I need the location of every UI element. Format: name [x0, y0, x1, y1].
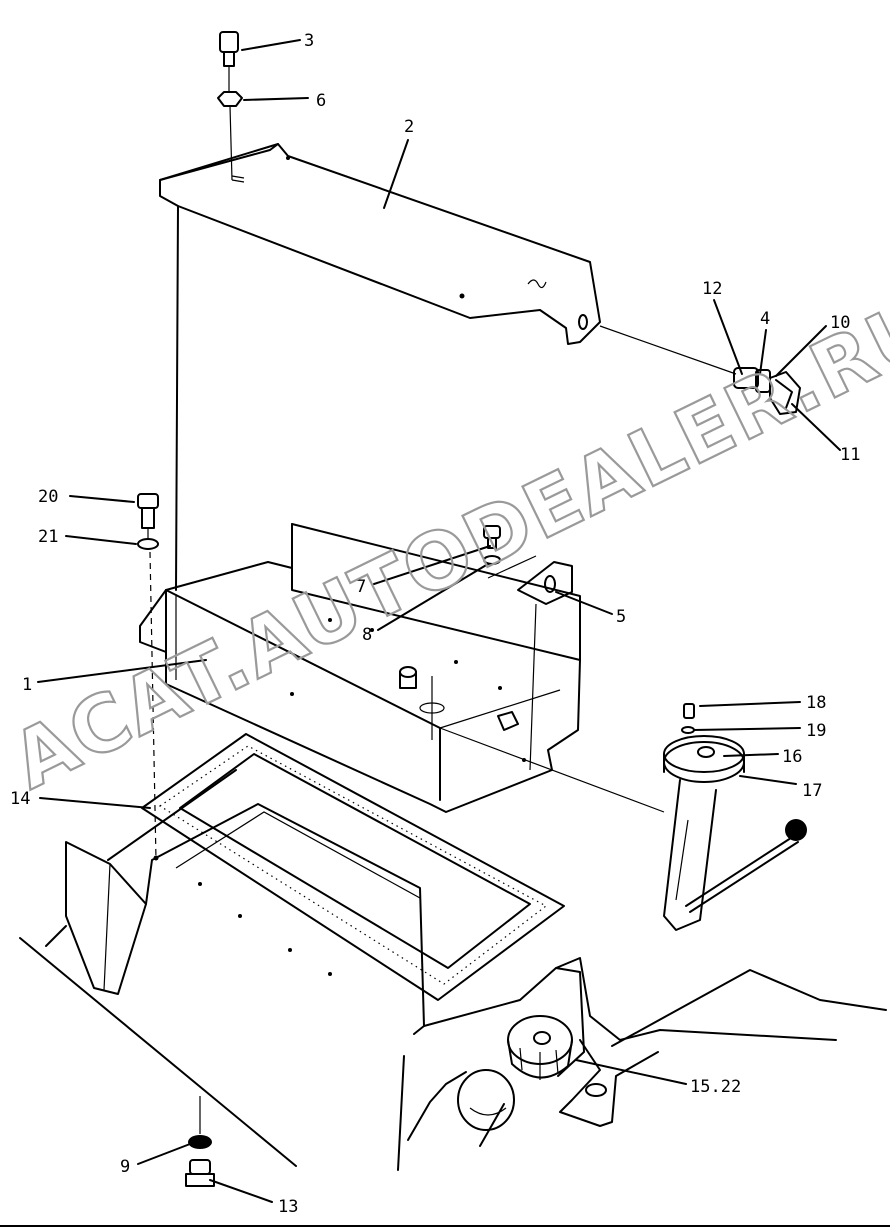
washer-8	[483, 555, 537, 579]
callout-21: 21	[38, 527, 58, 547]
level-gauge-16	[439, 703, 807, 931]
callout-14: 14	[10, 789, 30, 809]
callout-1: 1	[22, 675, 32, 695]
housing-body	[0, 769, 890, 1227]
callout-12: 12	[702, 279, 722, 299]
washer-21	[137, 538, 159, 861]
fitting-assembly	[599, 325, 801, 415]
callout-2: 2	[404, 117, 414, 137]
callout-17: 17	[802, 781, 822, 801]
callout-6: 6	[316, 91, 326, 111]
mounting-plate-1	[139, 523, 581, 813]
callout-labels: 3 6 2 12 4 10 11 20 21 7 8 5 1 18 19 16 …	[10, 31, 860, 1217]
callout-16: 16	[782, 747, 802, 767]
callout-9: 9	[120, 1157, 130, 1177]
callout-5: 5	[616, 607, 626, 627]
bolt-3	[219, 31, 239, 92]
callout-11: 11	[840, 445, 860, 465]
callout-18: 18	[806, 693, 826, 713]
callout-3: 3	[304, 31, 314, 51]
leader-lines	[37, 39, 841, 1203]
callout-10: 10	[830, 313, 850, 333]
callout-15: 15.22	[690, 1077, 741, 1097]
bracket-2	[159, 143, 601, 591]
nut-6	[217, 91, 243, 181]
callout-7: 7	[356, 577, 366, 597]
callout-19: 19	[806, 721, 826, 741]
callout-13: 13	[278, 1197, 298, 1217]
gasket-14	[141, 733, 565, 1001]
drain-plug-9	[188, 1096, 212, 1149]
callout-20: 20	[38, 487, 58, 507]
filler-cap-15	[507, 1015, 573, 1080]
drain-plug-13	[185, 1159, 215, 1187]
bolt-20	[137, 493, 159, 540]
bracket-5	[517, 561, 573, 771]
callout-4: 4	[760, 309, 770, 329]
bolt-7	[483, 525, 501, 549]
callout-8: 8	[362, 625, 372, 645]
